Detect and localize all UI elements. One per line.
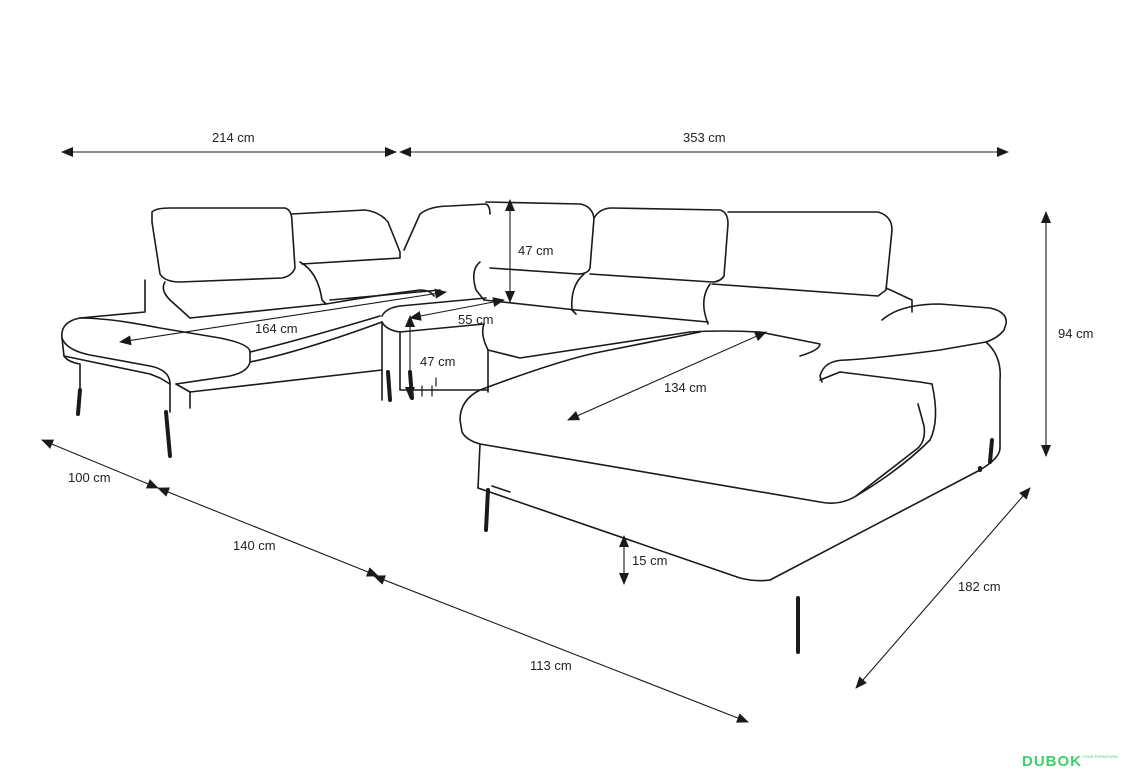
label-top-right-width: 353 cm xyxy=(683,130,726,145)
dim-left-side-length xyxy=(157,487,379,577)
leg-center xyxy=(386,370,392,402)
right-armrest xyxy=(819,303,1007,449)
label-top-left-width: 214 cm xyxy=(212,130,255,145)
leg-left-chaise xyxy=(164,410,172,458)
dim-right-side-length xyxy=(855,487,1031,689)
dim-left-depth xyxy=(41,439,159,489)
dim-left-chaise-length xyxy=(119,288,447,346)
dim-front-length xyxy=(373,575,749,723)
label-left-side-length: 140 cm xyxy=(233,538,276,553)
watermark-logo: DUBOK YOUR FURNITURE xyxy=(1022,753,1118,770)
right-back-cushions xyxy=(481,207,913,393)
leg-front-left xyxy=(76,388,82,416)
label-total-height: 94 cm xyxy=(1058,326,1093,341)
watermark-tagline: YOUR FURNITURE xyxy=(1082,754,1118,759)
label-leg-height: 15 cm xyxy=(632,553,667,568)
label-seat-depth: 55 cm xyxy=(458,312,493,327)
label-seat-height: 47 cm xyxy=(420,354,455,369)
dimension-lines xyxy=(41,147,1051,723)
sofa-legs xyxy=(76,370,994,654)
label-left-depth: 100 cm xyxy=(68,470,111,485)
dim-right-chaise-length xyxy=(567,331,767,421)
watermark-brand: DUBOK xyxy=(1022,753,1082,770)
sofa-drawing xyxy=(61,201,1007,654)
dimension-labels: 214 cm 353 cm 94 cm 47 cm 55 cm 47 cm 16… xyxy=(68,130,1093,673)
leg-right-chaise-front xyxy=(484,488,490,532)
right-chaise xyxy=(459,330,1001,582)
label-front-length: 113 cm xyxy=(530,658,572,673)
leg-right-back xyxy=(988,438,994,464)
label-headrest-height: 47 cm xyxy=(518,243,553,258)
left-back-cushions xyxy=(151,207,441,319)
label-left-chaise-length: 164 cm xyxy=(255,321,298,336)
label-right-side-length: 182 cm xyxy=(958,579,1001,594)
label-right-chaise-length: 134 cm xyxy=(664,380,707,395)
